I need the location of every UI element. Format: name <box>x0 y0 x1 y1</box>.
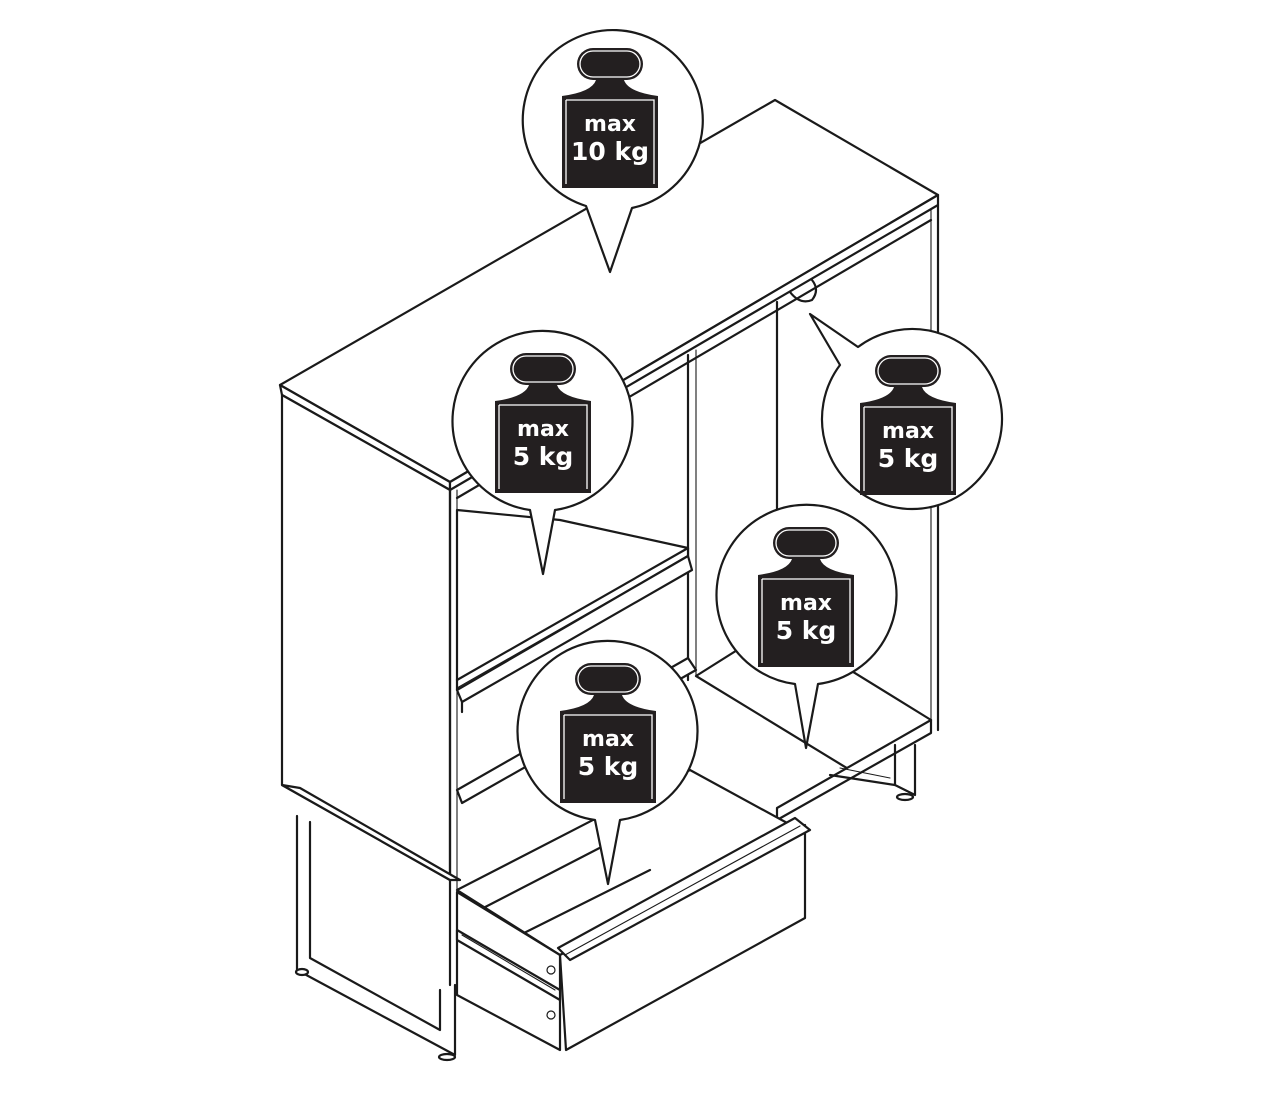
weight-icon: max 10 kg <box>561 47 659 189</box>
callout-label-max: max <box>780 591 832 616</box>
screw-icon <box>546 1010 556 1020</box>
load-callout-top: max 10 kg <box>521 29 704 274</box>
weight-icon: max 5 kg <box>859 354 957 496</box>
left-leg <box>294 814 457 1062</box>
weight-icon: max 5 kg <box>494 352 592 494</box>
callout-label-weight: 5 kg <box>878 444 939 473</box>
callout-label-max: max <box>882 419 934 444</box>
callout-label-max: max <box>584 112 636 137</box>
right-leg <box>828 743 917 802</box>
callout-label-weight: 5 kg <box>513 442 574 471</box>
open-drawer[interactable] <box>455 768 812 1052</box>
load-callout-rail: max 5 kg <box>808 312 1004 511</box>
callout-label-weight: 10 kg <box>571 137 649 166</box>
load-callout-left-shelf: max 5 kg <box>451 329 634 576</box>
rail-hook <box>788 278 818 303</box>
left-base-edge <box>280 783 462 882</box>
right-bottom-shelf-edge <box>775 718 933 822</box>
weight-icon: max 5 kg <box>757 526 855 668</box>
load-callout-right-shelf: max 5 kg <box>715 503 898 750</box>
callout-label-max: max <box>582 727 634 752</box>
callout-label-weight: 5 kg <box>578 752 639 781</box>
weight-icon: max 5 kg <box>559 662 657 804</box>
drawer-handle-1[interactable] <box>455 554 694 704</box>
load-callout-drawer: max 5 kg <box>516 639 699 886</box>
screw-icon <box>546 965 556 975</box>
callout-label-weight: 5 kg <box>776 616 837 645</box>
callout-label-max: max <box>517 417 569 442</box>
cabinet <box>278 98 940 1062</box>
